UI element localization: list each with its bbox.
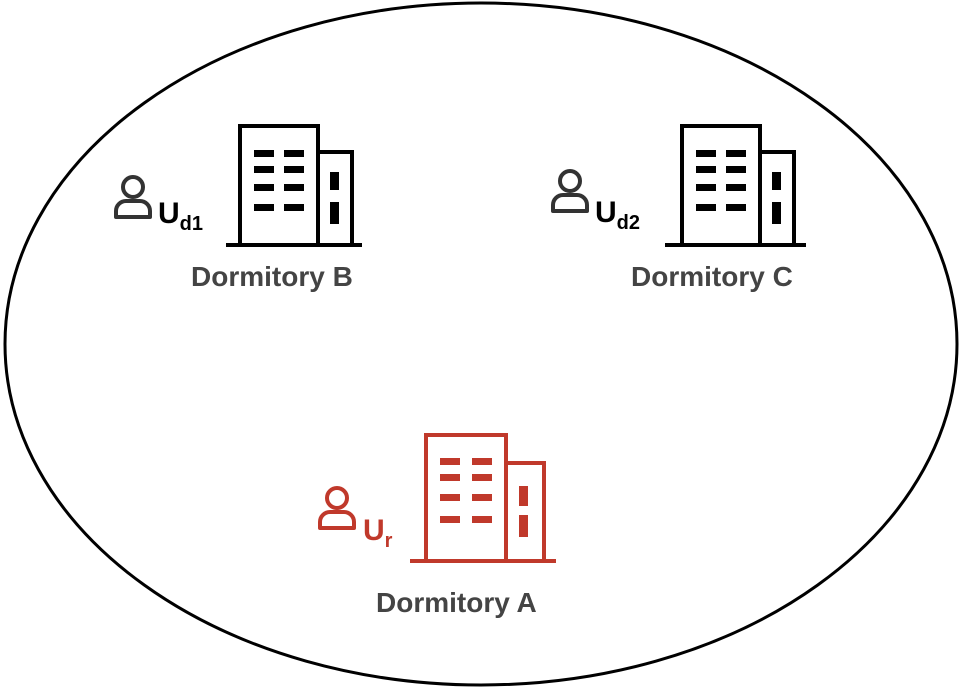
dormitory-a-group: Ur Dormitory A <box>318 433 556 618</box>
dormitory-c-group: Ud2 Dormitory C <box>551 124 806 292</box>
user-icon <box>318 486 356 530</box>
building-icon <box>226 124 362 247</box>
building-icon <box>410 433 556 563</box>
dormitory-name-a: Dormitory A <box>376 587 537 618</box>
boundary-ellipse <box>3 1 959 687</box>
dormitory-b-group: Ud1 Dormitory B <box>114 124 362 292</box>
user-label-a: Ur <box>363 514 393 552</box>
dormitory-name-b: Dormitory B <box>191 261 353 292</box>
user-icon <box>114 175 152 219</box>
user-label-b: Ud1 <box>158 197 203 235</box>
user-icon <box>551 169 589 213</box>
dormitory-name-c: Dormitory C <box>631 261 793 292</box>
building-icon <box>665 124 806 247</box>
user-label-c: Ud2 <box>595 196 640 234</box>
